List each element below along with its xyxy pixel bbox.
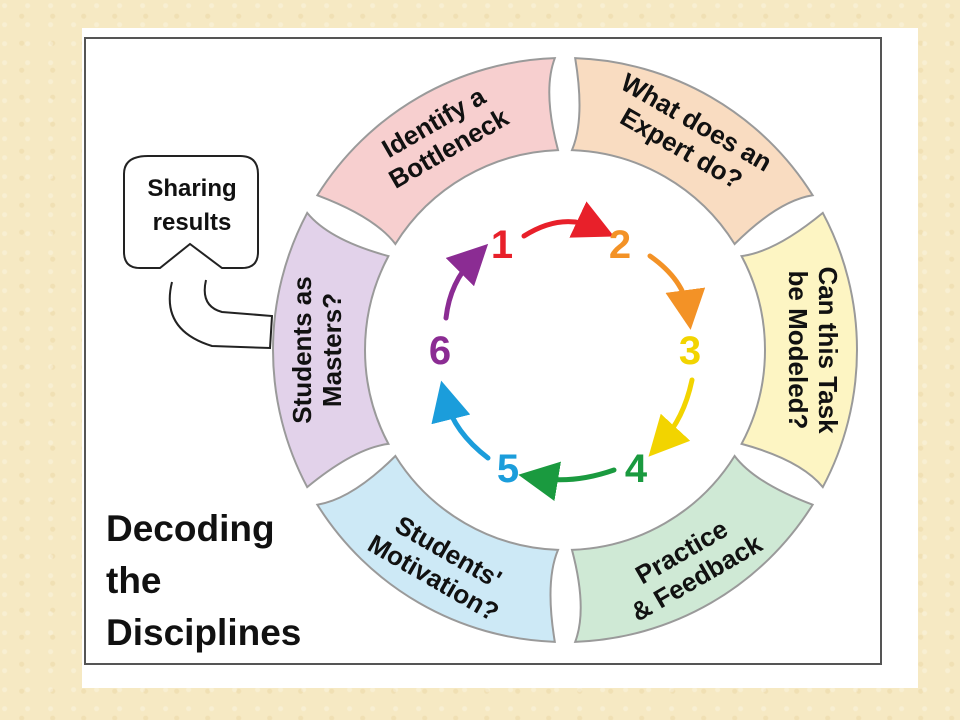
- diagram-title: Decoding the Disciplines: [106, 503, 366, 659]
- segment-modeled: Can this Taskbe Modeled?: [740, 211, 858, 489]
- segment-label-line2: Masters?: [317, 293, 347, 407]
- segment-label-line2: be Modeled?: [783, 271, 813, 430]
- segment-label: Students asMasters?: [287, 276, 347, 423]
- arrow-4-to-5: [518, 461, 617, 502]
- segment-masters: Students asMasters?: [272, 211, 390, 489]
- step-number-4: 4: [625, 447, 648, 491]
- segment-bottleneck: Identify aBottleneck: [315, 57, 560, 246]
- arrow-1-to-2: [521, 201, 615, 239]
- sharing-results-callout: Sharing results: [123, 155, 274, 350]
- segment-practice: Practice& Feedback: [570, 454, 815, 643]
- step-numbers: 1 2 3 4 5 6: [429, 223, 701, 491]
- step-number-1: 1: [491, 223, 513, 267]
- step-number-5: 5: [497, 447, 519, 491]
- cycle-arrows: [431, 201, 706, 502]
- diagram-frame: [84, 37, 882, 665]
- segment-shape: [315, 454, 560, 643]
- segment-shape: [740, 211, 858, 489]
- arrow-5-to-6: [431, 380, 491, 461]
- callout-line1: Sharing: [147, 175, 236, 202]
- segment-expert: What does anExpert do?: [570, 57, 815, 246]
- segment-shape: [315, 57, 560, 246]
- segment-shape: [272, 211, 390, 489]
- step-number-3: 3: [679, 329, 701, 373]
- arrow-6-to-1: [443, 243, 489, 321]
- step-number-2: 2: [609, 223, 631, 267]
- segment-label-line1: Can this Task: [813, 266, 843, 434]
- segment-shape: [570, 454, 815, 643]
- segment-label: Can this Taskbe Modeled?: [783, 266, 843, 434]
- title-line3: Disciplines: [106, 612, 302, 653]
- title-line2: the: [106, 560, 162, 601]
- arrow-2-to-3: [647, 253, 706, 330]
- segment-label-line1: Students as: [287, 276, 317, 423]
- arrow-3-to-4: [648, 377, 695, 457]
- callout-line2: results: [153, 209, 232, 236]
- step-number-6: 6: [429, 329, 451, 373]
- title-line1: Decoding: [106, 508, 275, 549]
- segment-shape: [570, 57, 815, 246]
